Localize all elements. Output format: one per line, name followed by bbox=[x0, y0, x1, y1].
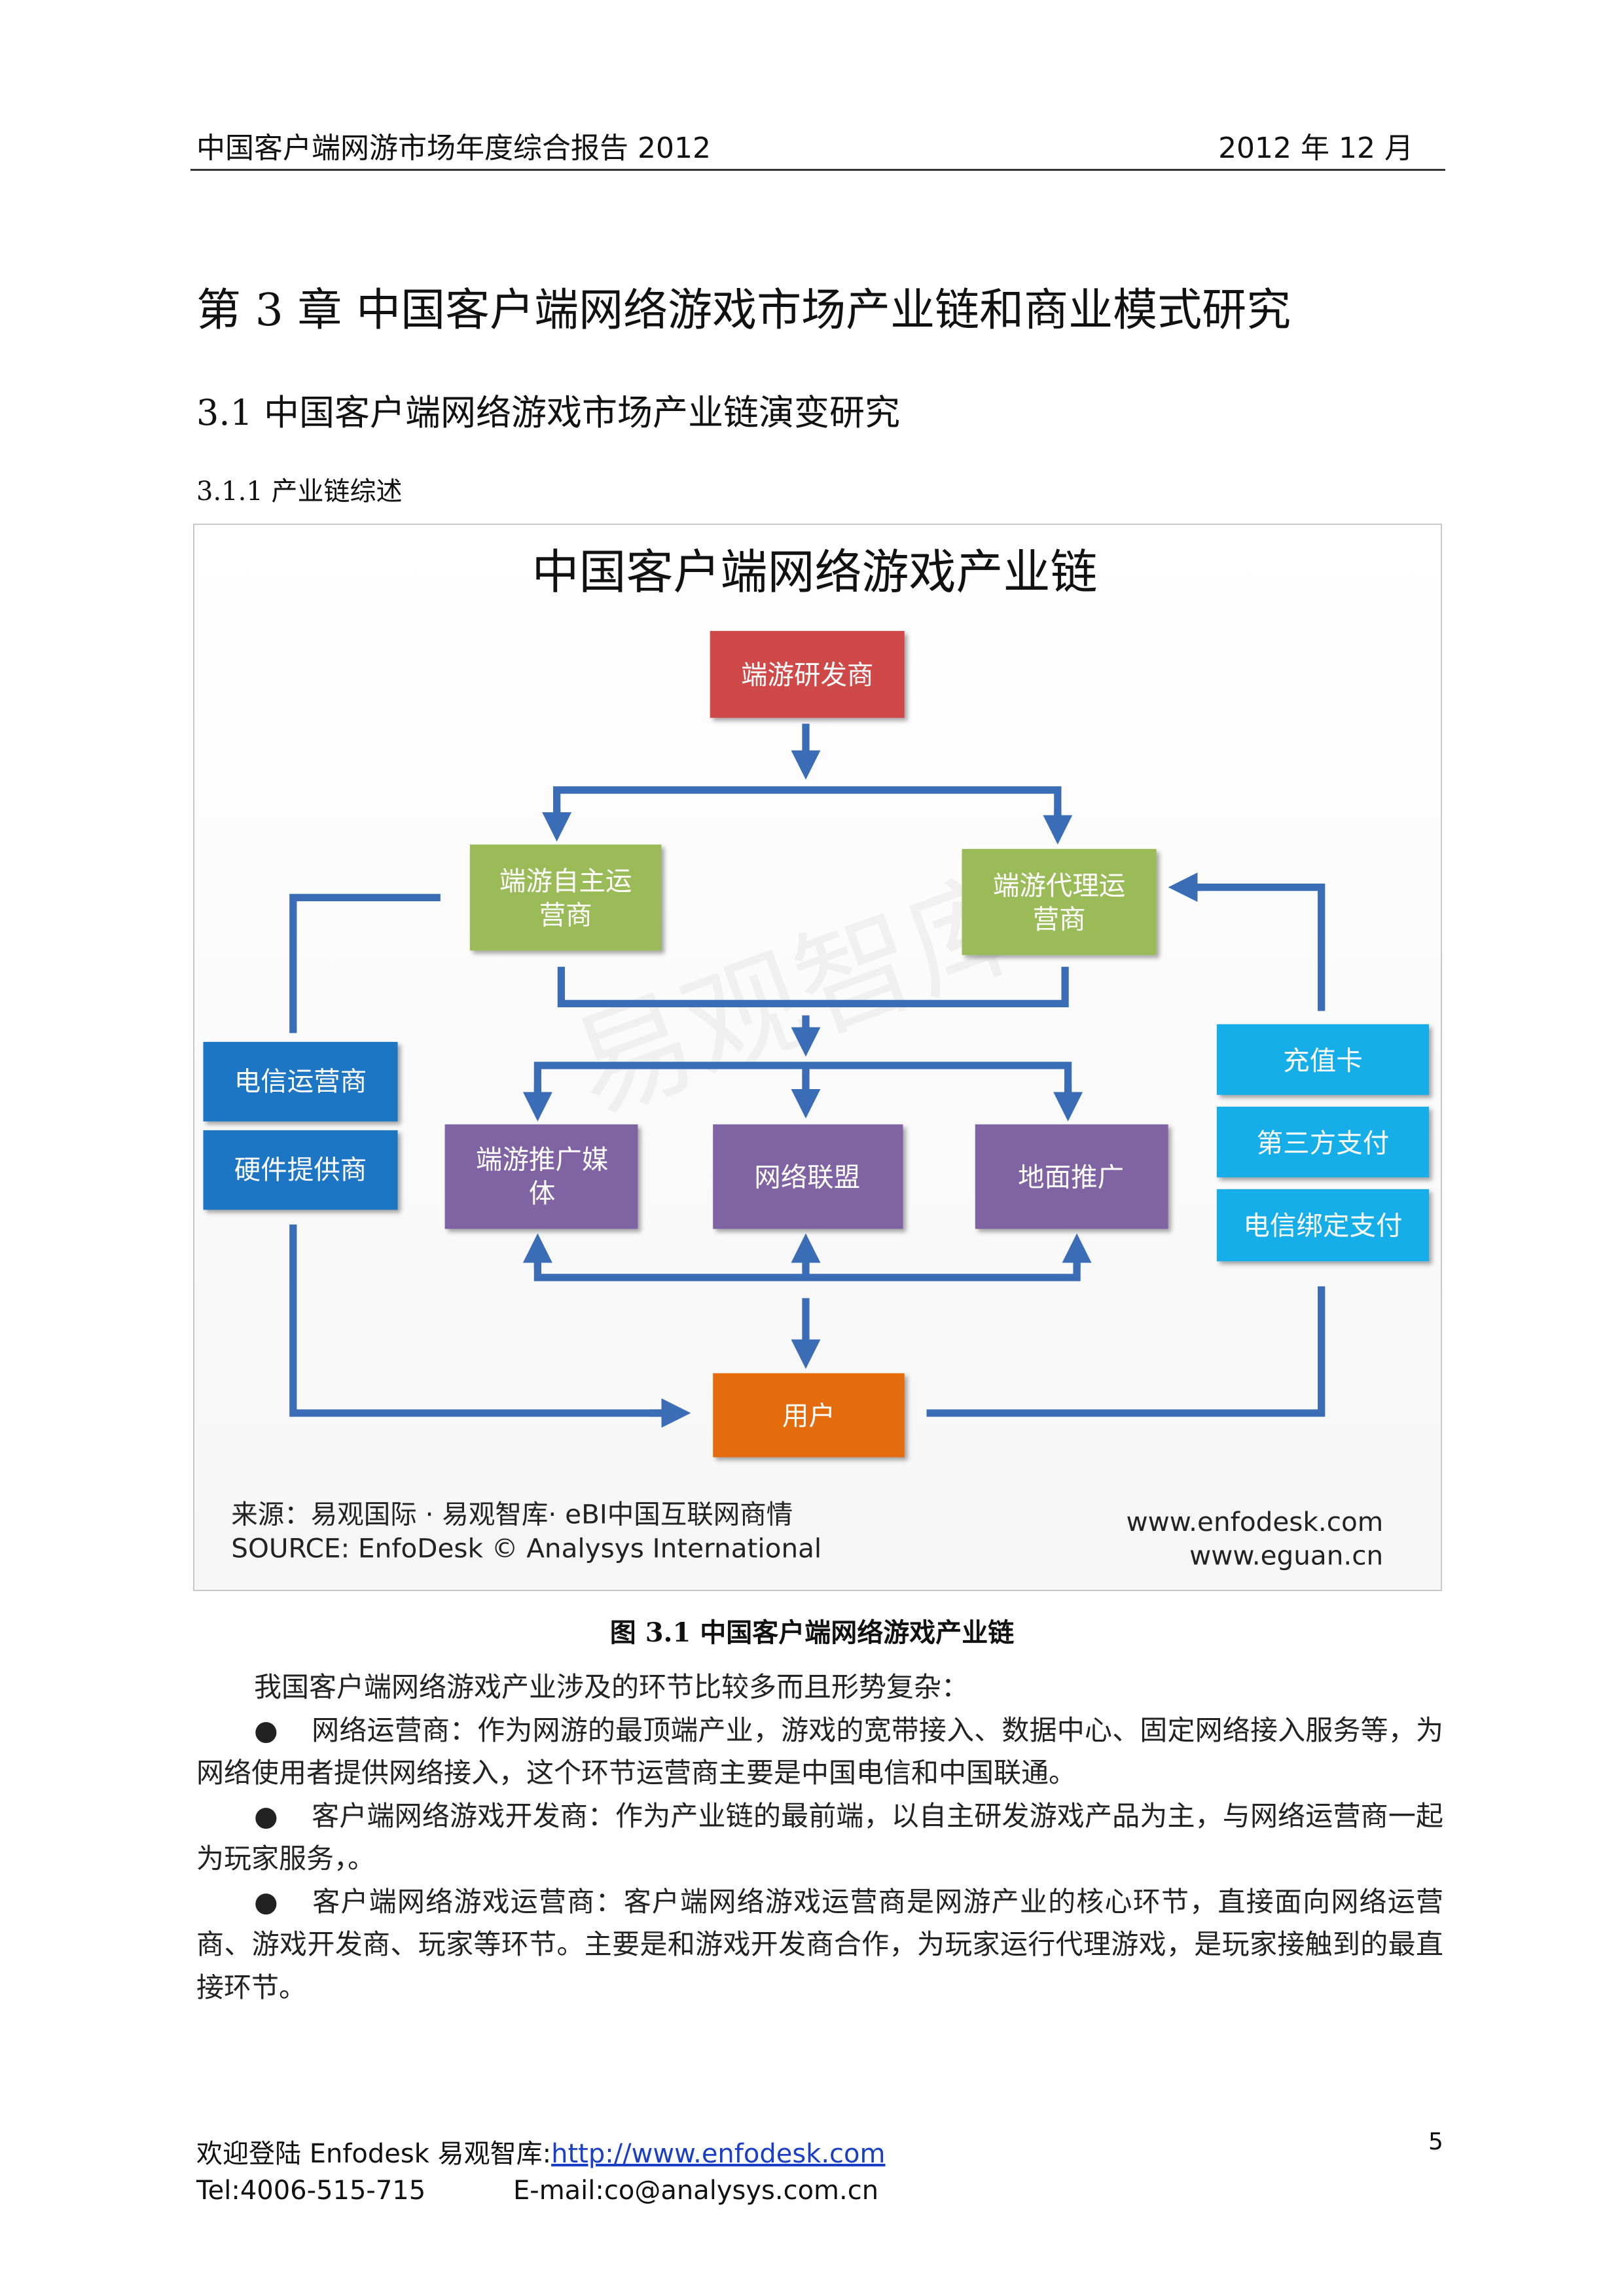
user-node: 用户 bbox=[713, 1373, 905, 1458]
promo-media-label-1: 端游推广媒 bbox=[476, 1143, 609, 1175]
developer-node: 端游研发商 bbox=[710, 631, 905, 718]
third-party-payment-node: 第三方支付 bbox=[1216, 1106, 1429, 1177]
source-cn: 来源：易观国际 · 易观智库· eBI中国互联网商情 bbox=[231, 1499, 793, 1530]
ground-promo-label: 地面推广 bbox=[1018, 1161, 1124, 1193]
bullet-text: 客户端网络游戏运营商：客户端网络游戏运营商是网游产业的核心环节，直接面向网络运营… bbox=[196, 1885, 1443, 2003]
telecom-payment-label: 电信绑定支付 bbox=[1243, 1210, 1402, 1242]
footer-welcome-text: 欢迎登陆 Enfodesk 易观智库: bbox=[196, 2139, 552, 2169]
promo-media-node: 端游推广媒 体 bbox=[444, 1124, 638, 1229]
bullet-item: ●客户端网络游戏运营商：客户端网络游戏运营商是网游产业的核心环节，直接面向网络运… bbox=[196, 1880, 1443, 2009]
subsection-title: 3.1.1 产业链综述 bbox=[196, 476, 403, 507]
footer-link[interactable]: http://www.enfodesk.com bbox=[551, 2139, 886, 2169]
agent-operator-label-1: 端游代理运 bbox=[993, 870, 1126, 901]
recharge-card-label: 充值卡 bbox=[1283, 1045, 1363, 1077]
telecom-operator-node: 电信运营商 bbox=[203, 1041, 398, 1122]
figure-caption: 图 3.1 中国客户端网络游戏产业链 bbox=[609, 1617, 1015, 1648]
footer-tel: Tel:4006-515-715 bbox=[196, 2176, 426, 2206]
hardware-provider-label: 硬件提供商 bbox=[234, 1154, 367, 1185]
network-alliance-label: 网络联盟 bbox=[754, 1161, 860, 1193]
header-rule bbox=[190, 169, 1445, 171]
bullet-icon: ● bbox=[254, 1885, 278, 1918]
page-number: 5 bbox=[1428, 2128, 1443, 2155]
url-enfodesk: www.enfodesk.com bbox=[1127, 1506, 1384, 1537]
agent-operator-node: 端游代理运 营商 bbox=[962, 849, 1157, 956]
section-title: 3.1 中国客户端网络游戏市场产业链演变研究 bbox=[196, 392, 901, 433]
bullet-text: 客户端网络游戏开发商：作为产业链的最前端，以自主研发游戏产品为主，与网络运营商一… bbox=[196, 1799, 1443, 1875]
footer-welcome: 欢迎登陆 Enfodesk 易观智库:http://www.enfodesk.c… bbox=[196, 2132, 885, 2170]
bullet-item: ●客户端网络游戏开发商：作为产业链的最前端，以自主研发游戏产品为主，与网络运营商… bbox=[196, 1795, 1443, 1880]
agent-operator-label-2: 营商 bbox=[1033, 904, 1086, 935]
industry-chain-diagram: 易观智库 中国客户端网络游戏产业链 端游研发商 端游自主运 营商 bbox=[193, 524, 1442, 1591]
footer-email: E-mail:co@analysys.com.cn bbox=[513, 2176, 879, 2206]
intro-paragraph: 我国客户端网络游戏产业涉及的环节比较多而且形势复杂： bbox=[254, 1671, 969, 1703]
url-eguan: www.eguan.cn bbox=[1189, 1540, 1383, 1571]
bullet-icon: ● bbox=[254, 1713, 278, 1746]
source-en: SOURCE: EnfoDesk © Analysys Internationa… bbox=[231, 1532, 821, 1564]
user-label: 用户 bbox=[782, 1400, 835, 1431]
header-date: 2012 年 12 月 bbox=[1218, 132, 1413, 165]
self-operator-node: 端游自主运 营商 bbox=[469, 844, 662, 951]
bullet-item: ●网络运营商：作为网游的最顶端产业，游戏的宽带接入、数据中心、固定网络接入服务等… bbox=[196, 1709, 1443, 1795]
bullet-icon: ● bbox=[254, 1799, 278, 1832]
hardware-provider-node: 硬件提供商 bbox=[203, 1130, 398, 1210]
telecom-payment-node: 电信绑定支付 bbox=[1216, 1189, 1429, 1262]
self-operator-label-2: 营商 bbox=[539, 899, 592, 931]
chapter-title: 第 3 章 中国客户端网络游戏市场产业链和商业模式研究 bbox=[196, 285, 1291, 336]
developer-label: 端游研发商 bbox=[741, 659, 874, 691]
third-party-payment-label: 第三方支付 bbox=[1257, 1128, 1390, 1159]
promo-media-label-2: 体 bbox=[529, 1177, 556, 1209]
connector-lines bbox=[289, 723, 1326, 1428]
self-operator-label-1: 端游自主运 bbox=[499, 865, 632, 897]
network-alliance-node: 网络联盟 bbox=[713, 1124, 903, 1229]
recharge-card-node: 充值卡 bbox=[1216, 1024, 1429, 1095]
ground-promo-node: 地面推广 bbox=[975, 1124, 1168, 1229]
body-text: 我国客户端网络游戏产业涉及的环节比较多而且形势复杂： ●网络运营商：作为网游的最… bbox=[196, 1666, 1443, 2009]
telecom-operator-label: 电信运营商 bbox=[234, 1066, 367, 1097]
diagram-title: 中国客户端网络游戏产业链 bbox=[532, 545, 1097, 600]
header-title: 中国客户端网游市场年度综合报告 2012 bbox=[196, 132, 711, 165]
bullet-text: 网络运营商：作为网游的最顶端产业，游戏的宽带接入、数据中心、固定网络接入服务等，… bbox=[196, 1713, 1443, 1789]
